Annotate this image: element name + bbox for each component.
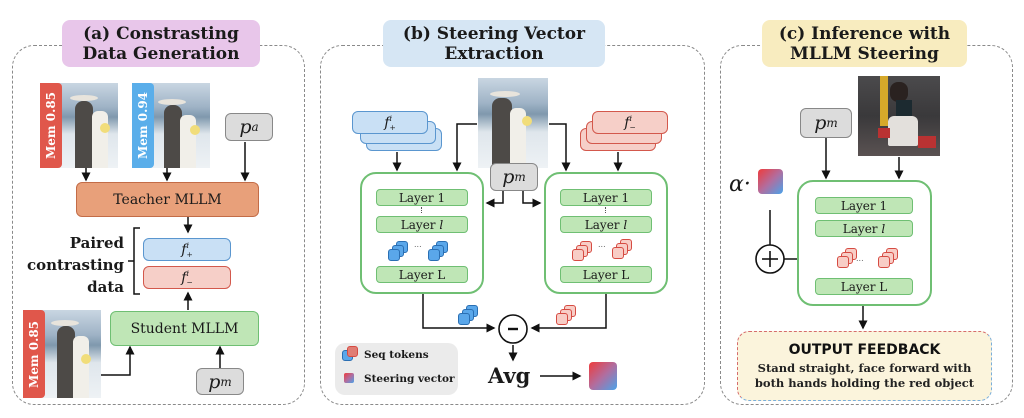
layer-l: Layer l: [376, 216, 468, 233]
panel-b-title: (b) Steering Vector Extraction: [383, 20, 605, 67]
legend-steering-vector-label: Steering vector: [364, 373, 455, 385]
output-feedback-line1: Stand straight, face forward with: [757, 360, 972, 375]
token-ellipsis: ...: [414, 240, 422, 249]
vertical-ellipsis: [421, 207, 423, 213]
couple-photo-student-mem-085: Mem 0.85: [23, 310, 101, 398]
steering-vector-output: [589, 362, 617, 390]
panel-b-title-line2: Extraction: [444, 43, 544, 64]
vertical-ellipsis: [605, 207, 607, 213]
panel-a-title-line2: Data Generation: [82, 43, 240, 64]
couple-photo-center: [478, 78, 548, 168]
token-ellipsis: ...: [856, 254, 864, 263]
output-feedback: OUTPUT FEEDBACK Stand straight, face for…: [737, 331, 992, 401]
token-ellipsis: ...: [598, 240, 606, 249]
layer-1: Layer 1: [560, 189, 652, 206]
paired-contrasting-data-label: Paired contrasting data: [26, 234, 124, 296]
couple-photo-mem-085: Mem 0.85: [40, 83, 118, 168]
legend-steering-vector-icon: [344, 373, 354, 383]
student-mllm: Student MLLM: [110, 311, 259, 346]
panel-a-title-line1: (a) Constrasting: [83, 23, 239, 44]
memorability-tag: Mem 0.85: [40, 83, 62, 168]
alpha-label: α·: [729, 172, 751, 197]
output-feedback-line2: both hands holding the red object: [754, 375, 975, 390]
panel-b-title-line1: (b) Steering Vector: [402, 23, 586, 44]
layer-L: Layer L: [815, 278, 913, 295]
panel-c-title: (c) Inference with MLLM Steering: [762, 20, 967, 67]
layer-1: Layer 1: [815, 197, 913, 214]
layer-l: Layer l: [560, 216, 652, 233]
couple-photo-mem-094: Mem 0.94: [132, 83, 210, 168]
memorability-tag: Mem 0.85: [23, 310, 45, 398]
memorability-tag: Mem 0.94: [132, 83, 154, 168]
panel-c-title-line2: MLLM Steering: [790, 43, 939, 64]
panel-c-title-line1: (c) Inference with: [778, 23, 951, 44]
legend-seq-tokens-label: Seq tokens: [364, 349, 429, 361]
steering-vector-input: [758, 169, 783, 194]
layer-L: Layer L: [560, 266, 652, 283]
layer-1: Layer 1: [376, 189, 468, 206]
woman-photo-input: [858, 76, 940, 156]
panel-a-title: (a) Constrasting Data Generation: [62, 20, 260, 67]
teacher-mllm: Teacher MLLM: [76, 182, 259, 217]
output-feedback-title: OUTPUT FEEDBACK: [788, 341, 941, 358]
layer-l: Layer l: [815, 220, 913, 237]
layer-L: Layer L: [376, 266, 468, 283]
avg-label: Avg: [488, 363, 531, 388]
